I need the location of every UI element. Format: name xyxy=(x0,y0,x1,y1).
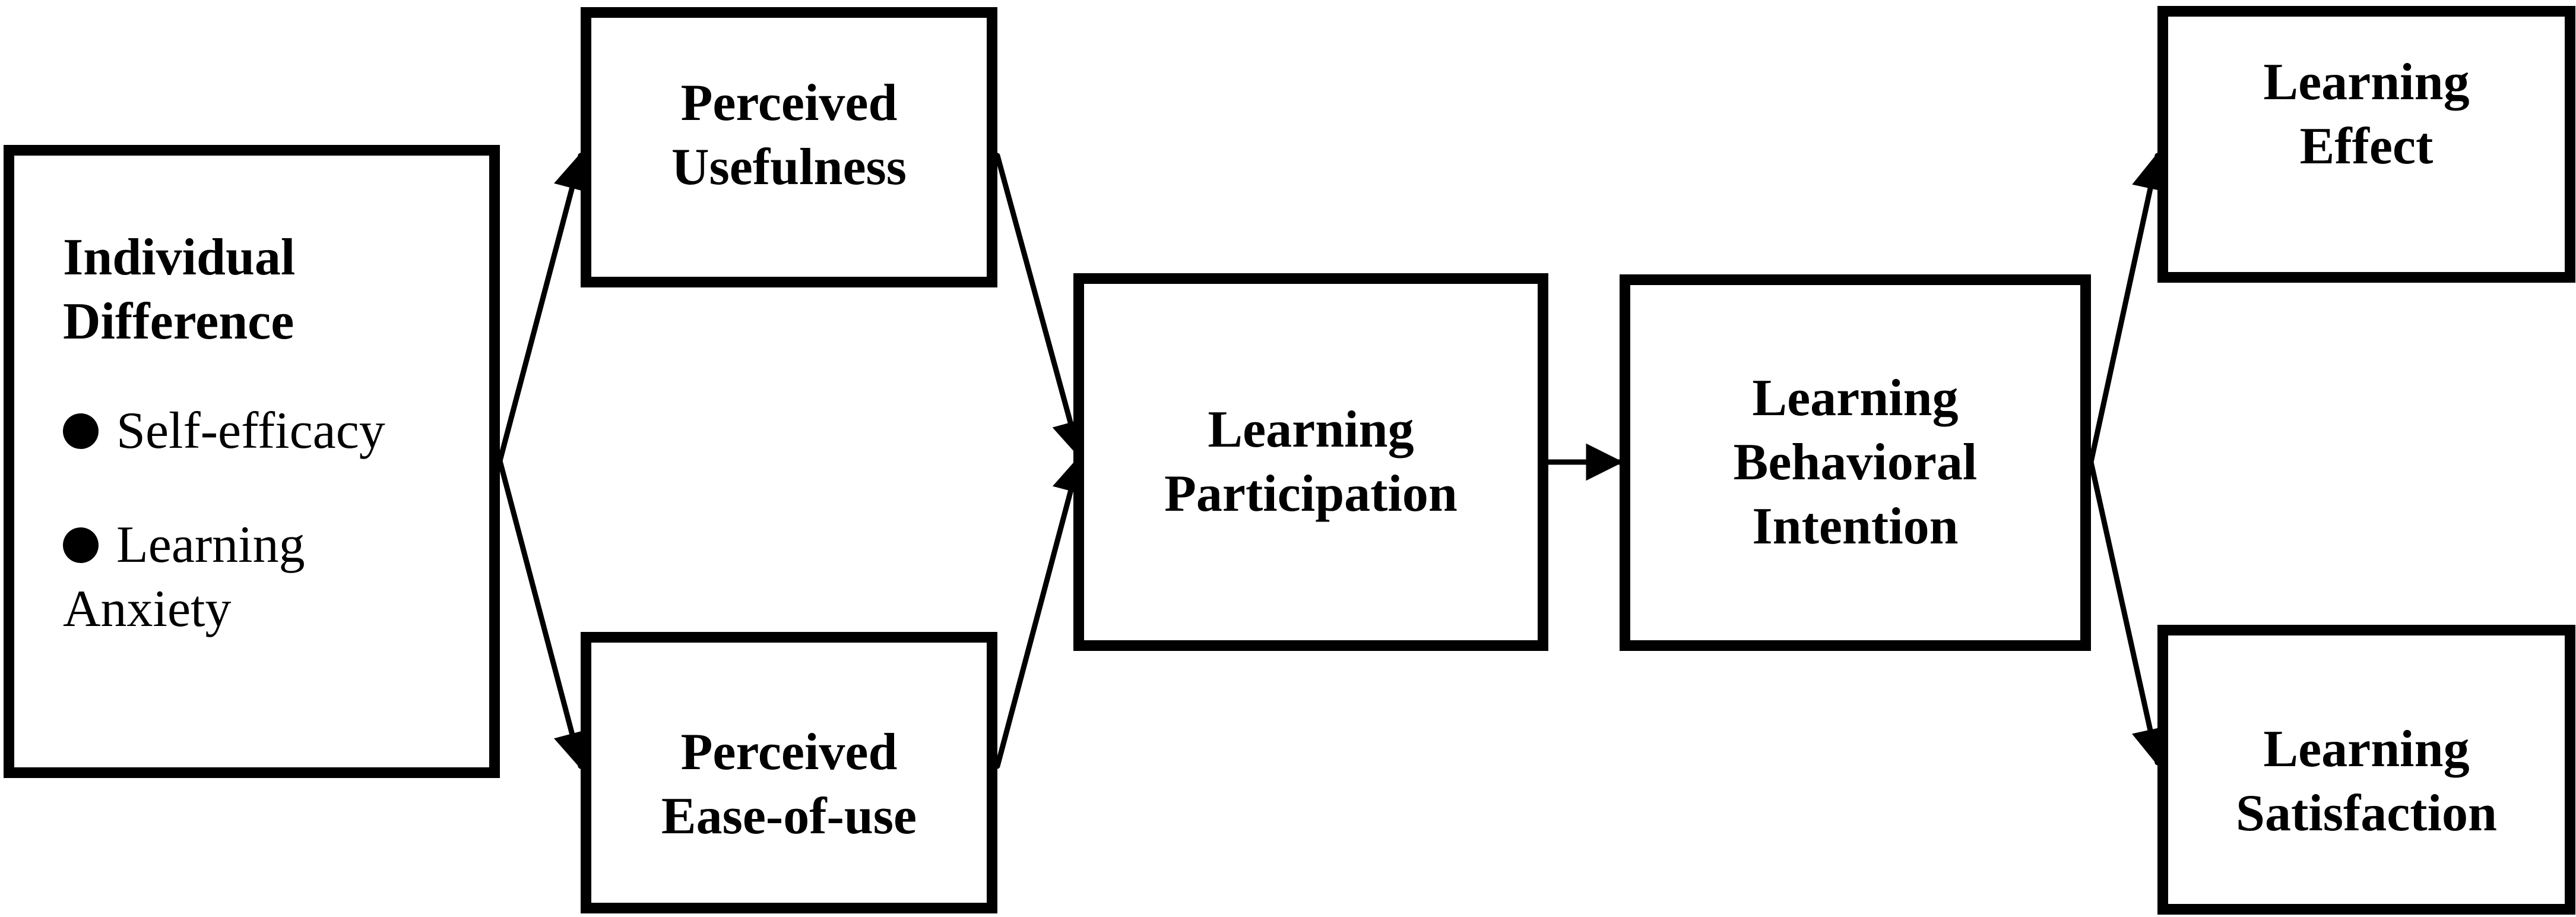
bullet-dot-icon xyxy=(63,527,99,563)
arrow-intention-to-satisfaction xyxy=(2088,459,2169,767)
individual-difference-title-line-1: Individual xyxy=(63,229,296,286)
self-efficacy-label: Self-efficacy xyxy=(116,402,385,460)
perceived-usefulness-line-1: Perceived xyxy=(680,74,898,132)
learning-participation-box: Learning Participation xyxy=(1073,273,1548,651)
learning-anxiety-label-line-2: Anxiety xyxy=(63,580,232,638)
arrow-individual-to-ease-of-use xyxy=(497,458,590,770)
arrow-usefulness-to-participation xyxy=(994,153,1089,459)
learning-effect-box: Learning Effect xyxy=(2157,6,2575,283)
perceived-usefulness-box: Perceived Usefulness xyxy=(581,7,997,287)
learning-behavioral-intention-line-3: Intention xyxy=(1752,498,1959,555)
perceived-ease-of-use-line-1: Perceived xyxy=(680,723,898,781)
learning-behavioral-intention-line-2: Behavioral xyxy=(1733,434,1978,491)
learning-behavioral-intention-line-1: Learning xyxy=(1752,369,1959,427)
learning-participation-line-1: Learning xyxy=(1208,401,1414,458)
learning-participation-line-2: Participation xyxy=(1164,465,1457,523)
learning-effect-line-2: Effect xyxy=(2299,118,2434,175)
bullet-dot-icon xyxy=(63,413,99,449)
perceived-ease-of-use-line-2: Ease-of-use xyxy=(661,788,917,845)
learning-satisfaction-line-1: Learning xyxy=(2263,720,2470,778)
bullet-learning-anxiety: Learning xyxy=(63,513,305,577)
learning-behavioral-intention-box: Learning Behavioral Intention xyxy=(1620,274,2091,651)
individual-difference-box: Individual Difference Self-efficacy Lear… xyxy=(4,145,500,778)
arrow-ease-of-use-to-participation xyxy=(994,454,1089,769)
learning-satisfaction-box: Learning Satisfaction xyxy=(2157,625,2575,915)
arrow-individual-to-usefulness xyxy=(497,151,590,464)
learning-satisfaction-line-2: Satisfaction xyxy=(2236,785,2497,842)
arrow-intention-to-effect xyxy=(2088,151,2169,465)
individual-difference-title-line-2: Difference xyxy=(63,293,294,350)
learning-anxiety-label-line-1: Learning xyxy=(116,516,305,574)
perceived-ease-of-use-box: Perceived Ease-of-use xyxy=(581,632,997,913)
learning-effect-line-1: Learning xyxy=(2263,53,2470,111)
perceived-usefulness-line-2: Usefulness xyxy=(671,138,907,196)
bullet-self-efficacy: Self-efficacy xyxy=(63,399,385,463)
